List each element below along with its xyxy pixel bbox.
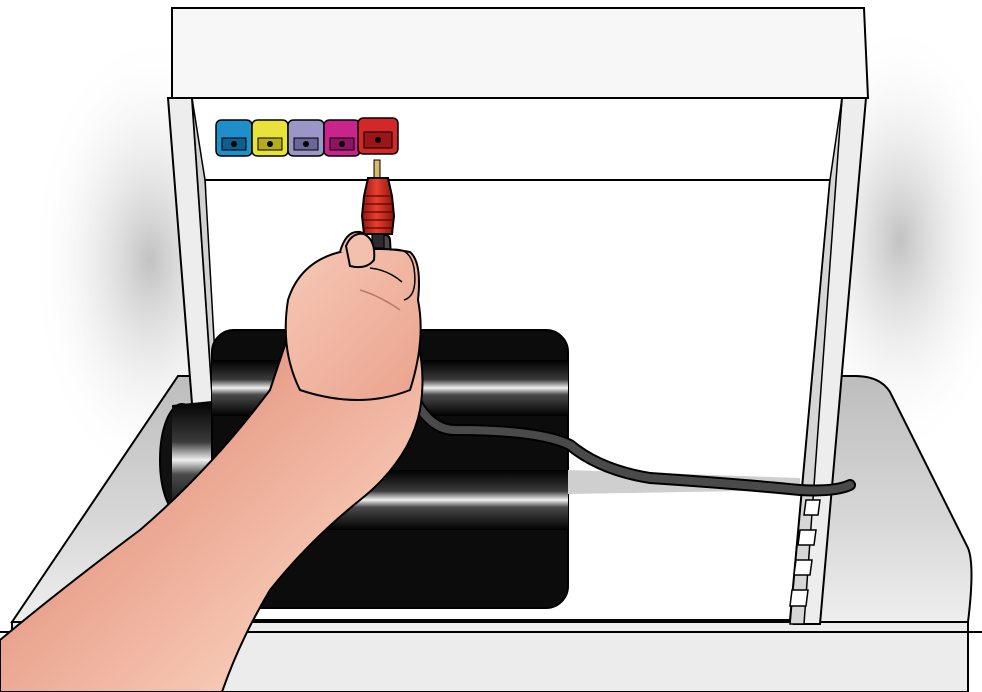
lavender-socket[interactable] [288, 120, 324, 156]
thumb [346, 234, 374, 267]
socket-panel [216, 118, 398, 156]
red-socket[interactable] [358, 118, 398, 154]
magenta-socket[interactable] [324, 120, 360, 156]
blue-socket[interactable] [216, 120, 252, 156]
yellow-socket[interactable] [252, 120, 288, 156]
